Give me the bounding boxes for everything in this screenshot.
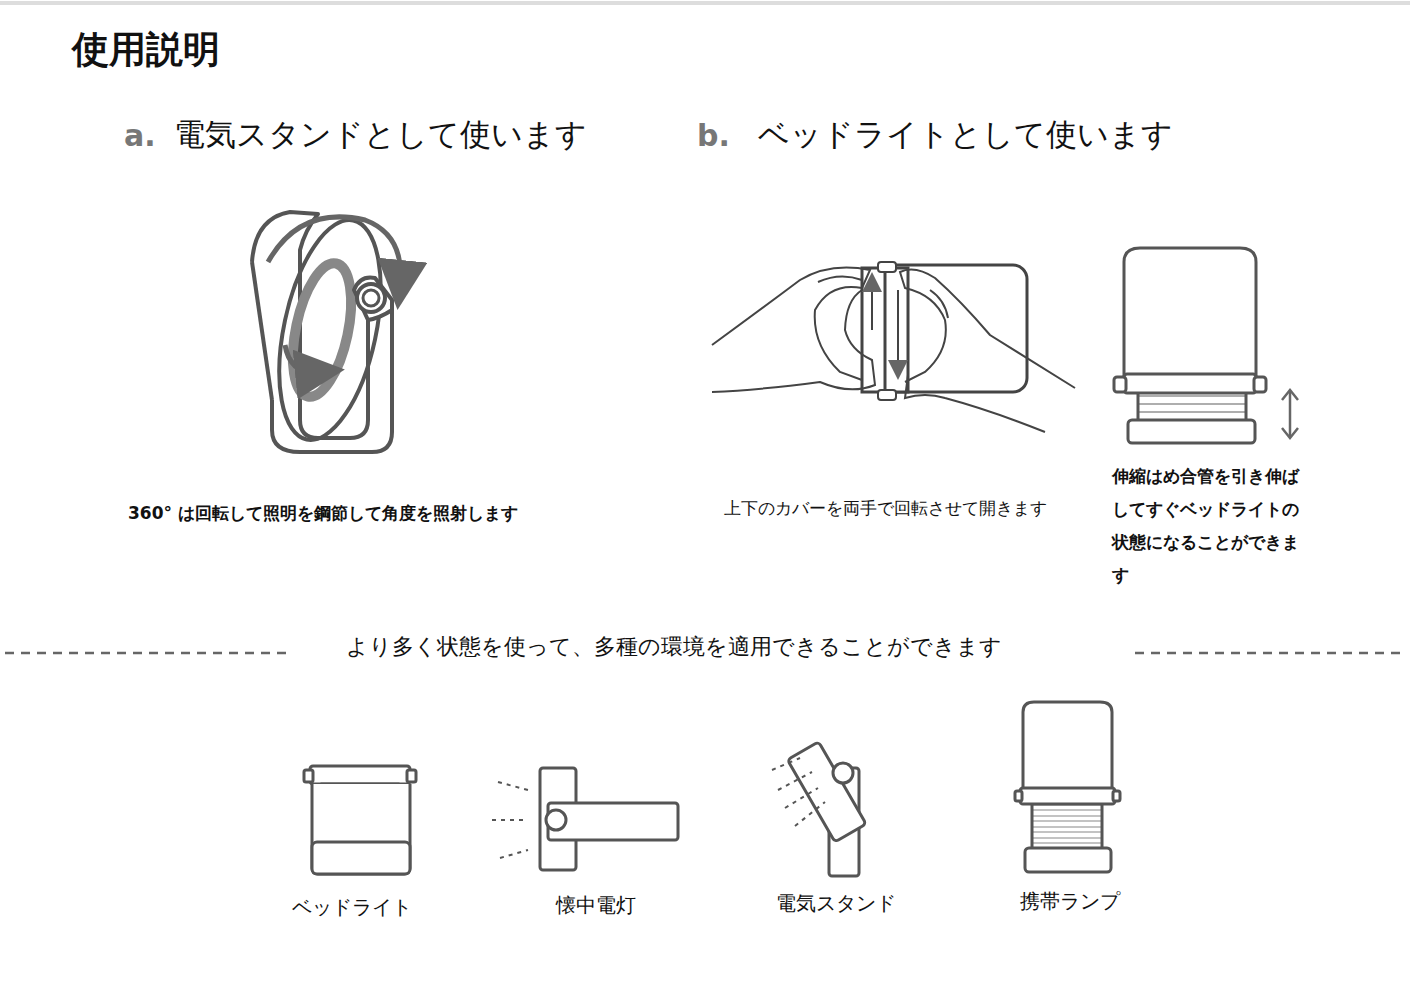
mode-label: 携帯ランプ — [1020, 889, 1120, 913]
bottom-icons — [304, 702, 1120, 876]
hands-opening — [712, 262, 1075, 432]
light-rays — [492, 758, 825, 858]
bed-light — [1114, 248, 1266, 443]
caption: 上下のカバーを両手で回転させて開きます — [724, 498, 1047, 518]
caption: 伸縮はめ合管を引き伸ばしてすぐベッドライトの状態になることができます — [1112, 460, 1304, 592]
step-letter: a. — [124, 118, 156, 154]
step-heading: 電気スタンドとして使います — [174, 116, 587, 153]
step-heading: ベッドライトとして使います — [758, 116, 1173, 153]
desk-lamp — [252, 211, 398, 452]
mode-label: 電気スタンド — [776, 891, 896, 915]
extend-arrow — [1282, 390, 1298, 438]
page-title: 使用説明 — [72, 28, 220, 72]
mode-label: 懐中電灯 — [556, 893, 636, 917]
step-letter: b. — [697, 118, 730, 154]
caption: 360° は回転して照明を鋼節して角度を照射します — [128, 503, 518, 523]
banner-text: より多く状態を使って、多種の環境を適用できることができます — [342, 634, 1006, 660]
mode-label: ベッドライト — [292, 895, 412, 919]
